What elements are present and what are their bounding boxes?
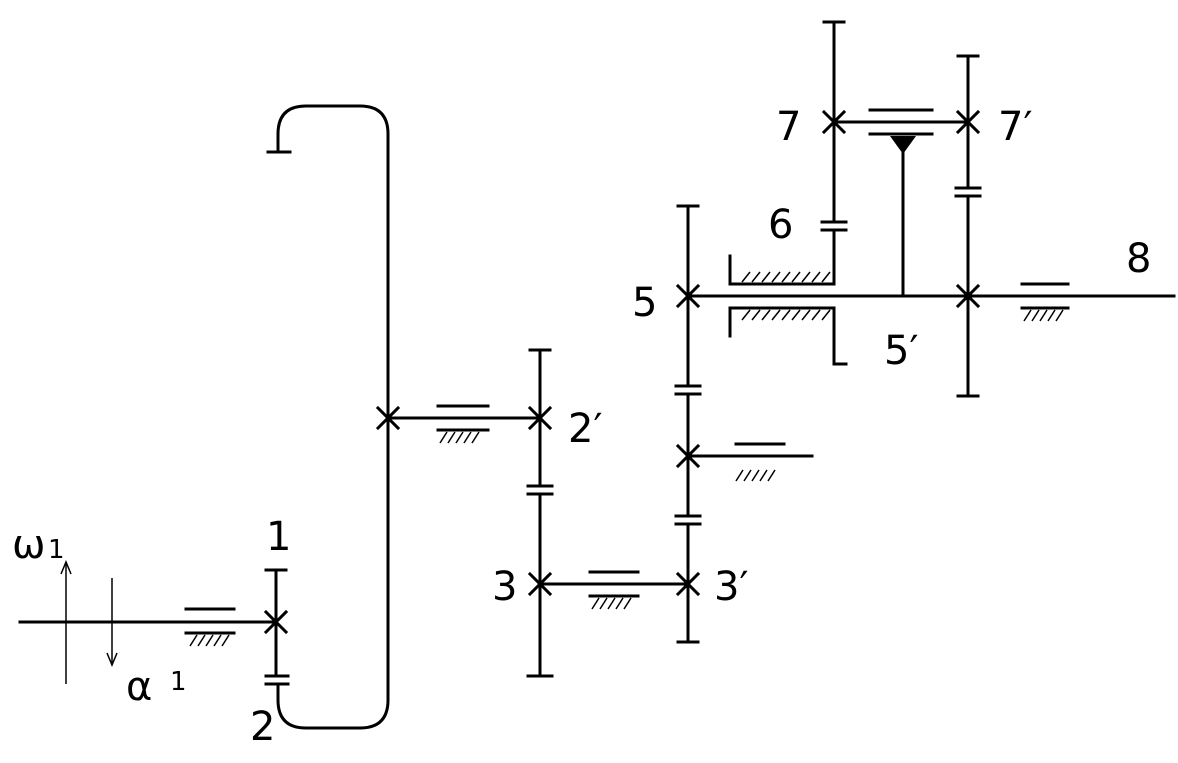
alpha-arrow (106, 578, 118, 667)
fixed-housing (728, 228, 848, 366)
carrier-arm (890, 136, 916, 298)
label-alpha: α (126, 664, 152, 710)
label-gear-5: 5 (632, 280, 657, 326)
label-omega: ω (12, 522, 46, 568)
shaft-2-2p (375, 404, 542, 444)
input-shaft-1 (18, 607, 278, 647)
planet-shaft-7-7p (832, 108, 970, 136)
label-gear-7p: 7′ (998, 104, 1033, 150)
gear-3p (674, 522, 702, 644)
ring-gear-2 (264, 104, 390, 730)
gear-2p (526, 348, 554, 488)
label-gear-7: 7 (776, 104, 801, 150)
label-alpha-sub: 1 (170, 667, 187, 697)
shaft-3-3p (538, 570, 690, 610)
idler-gear-4 (674, 392, 814, 518)
label-gear-2p: 2′ (568, 406, 603, 452)
label-gear-6: 6 (768, 202, 793, 248)
gear-6 (820, 20, 848, 232)
gear-7p (954, 54, 982, 190)
label-shaft-8: 8 (1126, 236, 1151, 282)
label-gear-2: 2 (250, 704, 275, 750)
gear-1 (263, 568, 290, 678)
omega-arrow (60, 560, 72, 684)
label-gear-3: 3 (492, 564, 517, 610)
gear-5p (954, 194, 982, 398)
label-gear-5p: 5′ (884, 328, 919, 374)
label-gear-1: 1 (266, 514, 291, 560)
label-gear-3p: 3′ (714, 564, 749, 610)
label-omega-sub: 1 (48, 535, 65, 565)
output-bearing (1020, 282, 1070, 322)
